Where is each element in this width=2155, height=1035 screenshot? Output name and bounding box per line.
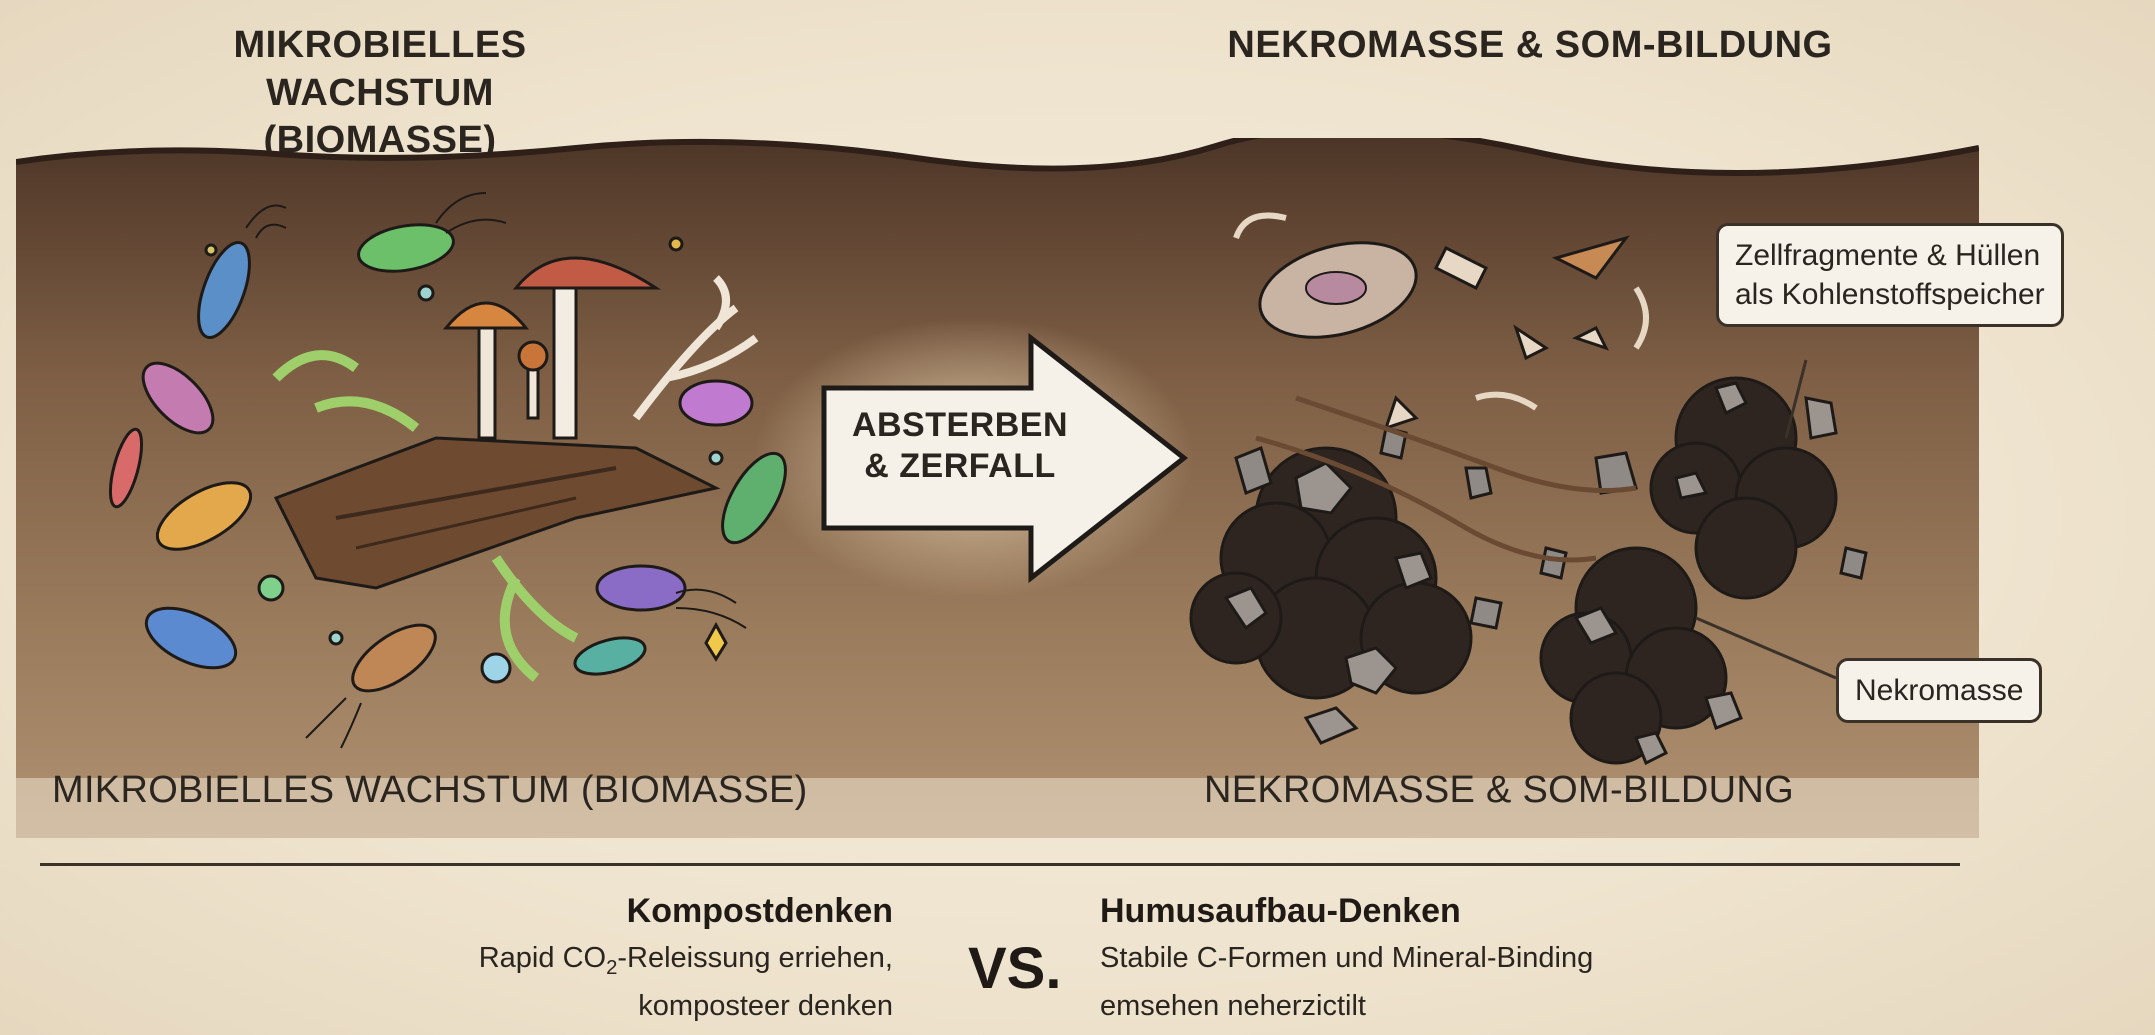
arrow-label-line2: & ZERFALL bbox=[800, 446, 1120, 487]
callout-cell-fragments: Zellfragmente & Hüllen als Kohlenstoffsp… bbox=[1716, 223, 2064, 327]
callout-necromass: Nekromasse bbox=[1836, 658, 2042, 723]
versus-label: VS. bbox=[968, 935, 1062, 1002]
humus-thinking-line2: emsehen neherzictilt bbox=[1100, 990, 1366, 1023]
compost-line1-sub: 2 bbox=[606, 957, 617, 979]
humus-thinking-title: Humusaufbau-Denken bbox=[1100, 892, 1461, 931]
compost-thinking-line1: Rapid CO2-Releissung erriehen, bbox=[479, 942, 893, 980]
arrow-label-line1: ABSTERBEN bbox=[800, 405, 1120, 446]
header-necromass: NEKROMASSE & SOM-BILDUNG bbox=[1170, 22, 1890, 70]
soil-cross-section bbox=[16, 138, 1979, 838]
divider bbox=[40, 863, 1960, 866]
caption-necromass: NEKROMASSE & SOM-BILDUNG bbox=[1204, 769, 1794, 812]
compost-thinking-line2: komposteer denken bbox=[638, 990, 893, 1023]
humus-thinking-line1: Stabile C-Formen und Mineral-Binding bbox=[1100, 942, 1593, 975]
callout-cell-fragments-line1: Zellfragmente & Hüllen bbox=[1735, 236, 2045, 275]
header-biomass-line1: MIKROBIELLES WACHSTUM bbox=[140, 22, 620, 117]
compost-thinking-title: Kompostdenken bbox=[627, 892, 893, 931]
caption-biomass: MIKROBIELLES WACHSTUM (BIOMASSE) bbox=[52, 769, 808, 812]
compost-line1-post: -Releissung erriehen, bbox=[617, 942, 893, 974]
compost-line1-pre: Rapid CO bbox=[479, 942, 606, 974]
arrow-label: ABSTERBEN & ZERFALL bbox=[800, 405, 1120, 488]
callout-cell-fragments-line2: als Kohlenstoffspeicher bbox=[1735, 275, 2045, 314]
